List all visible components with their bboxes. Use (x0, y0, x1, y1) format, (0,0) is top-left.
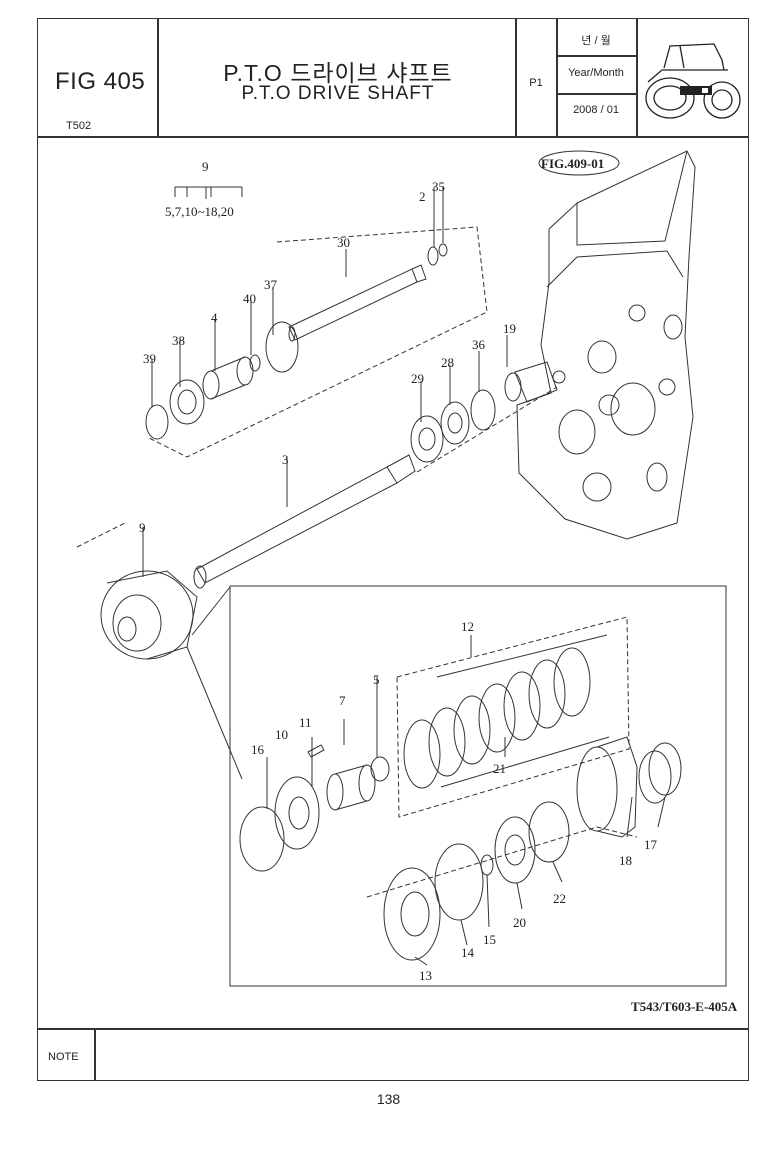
housing-casting (516, 150, 696, 540)
callout-29: 29 (411, 371, 424, 386)
note-label: NOTE (48, 1051, 79, 1063)
header-divider-4 (636, 18, 638, 136)
note-divider (94, 1028, 96, 1081)
callout-28: 28 (441, 355, 454, 370)
header-bottom-rule (37, 136, 749, 138)
callout-30: 30 (337, 235, 350, 250)
callout-36: 36 (472, 337, 486, 352)
year-month-korean: 년 / 월 (581, 35, 611, 47)
title-korean: P.T.O 드라이브 샤프트 (223, 60, 453, 86)
callout-38: 38 (172, 333, 185, 348)
callout-16: 16 (251, 742, 265, 757)
callout-7: 7 (339, 693, 346, 708)
year-month-value: 2008 / 01 (573, 104, 619, 116)
callout-18: 18 (619, 853, 632, 868)
fig-number: FIG 405 (55, 68, 146, 95)
part-4-needle-bearing (202, 356, 254, 400)
part-9-clutch-pack (100, 570, 198, 660)
callout-40: 40 (243, 291, 256, 306)
drawing-code: T543/T603-E-405A (631, 999, 738, 1014)
callout-17: 17 (644, 837, 658, 852)
callout-21: 21 (493, 761, 506, 776)
year-month-rule-1 (556, 55, 636, 57)
part-3-pto-shaft (193, 454, 416, 589)
part-30-splined-shaft (288, 264, 427, 342)
detail-box (229, 585, 727, 987)
title-english: P.T.O DRIVE SHAFT (241, 83, 435, 104)
callout-2: 2 (419, 189, 426, 204)
callout-39: 39 (143, 351, 156, 366)
clutch-plate-stack (403, 647, 591, 789)
callout-22: 22 (553, 891, 566, 906)
callout-20: 20 (513, 915, 526, 930)
group-members: 5,7,10~18,20 (165, 204, 234, 219)
header-divider-2 (515, 18, 517, 136)
year-month-rule-2 (556, 93, 636, 95)
callout-11: 11 (299, 715, 312, 730)
callout-9: 9 (139, 520, 146, 535)
callout-12: 12 (461, 619, 474, 634)
note-top-rule (37, 1028, 749, 1030)
header-divider-1 (157, 18, 159, 136)
page-code: P1 (529, 77, 543, 89)
callout-10: 10 (275, 727, 288, 742)
year-month-label: Year/Month (568, 67, 624, 79)
callout-4: 4 (211, 310, 218, 325)
page-number: 138 (376, 1091, 401, 1107)
part-7-hub (326, 764, 376, 811)
callout-5: 5 (373, 672, 380, 687)
model-code: T502 (66, 120, 92, 132)
header-divider-3 (556, 18, 558, 136)
fig-ref-oval (538, 150, 620, 176)
page-frame (37, 18, 749, 1081)
callout-37: 37 (264, 277, 278, 292)
callout-13: 13 (419, 968, 432, 983)
part-18-drum (576, 736, 638, 838)
callout-3: 3 (282, 452, 289, 467)
exploded-diagram: FIG.409-01 9 5,7,10~18,20 35 2 30 37 40 … (76, 150, 738, 1014)
group-label: 9 (202, 159, 209, 174)
callout-15: 15 (483, 932, 496, 947)
fig-ref-label: FIG.409-01 (541, 156, 604, 171)
part-19-tube (504, 361, 558, 403)
tractor-icon (645, 43, 741, 119)
callout-19: 19 (503, 321, 516, 336)
callout-14: 14 (461, 945, 475, 960)
callout-35: 35 (432, 179, 445, 194)
